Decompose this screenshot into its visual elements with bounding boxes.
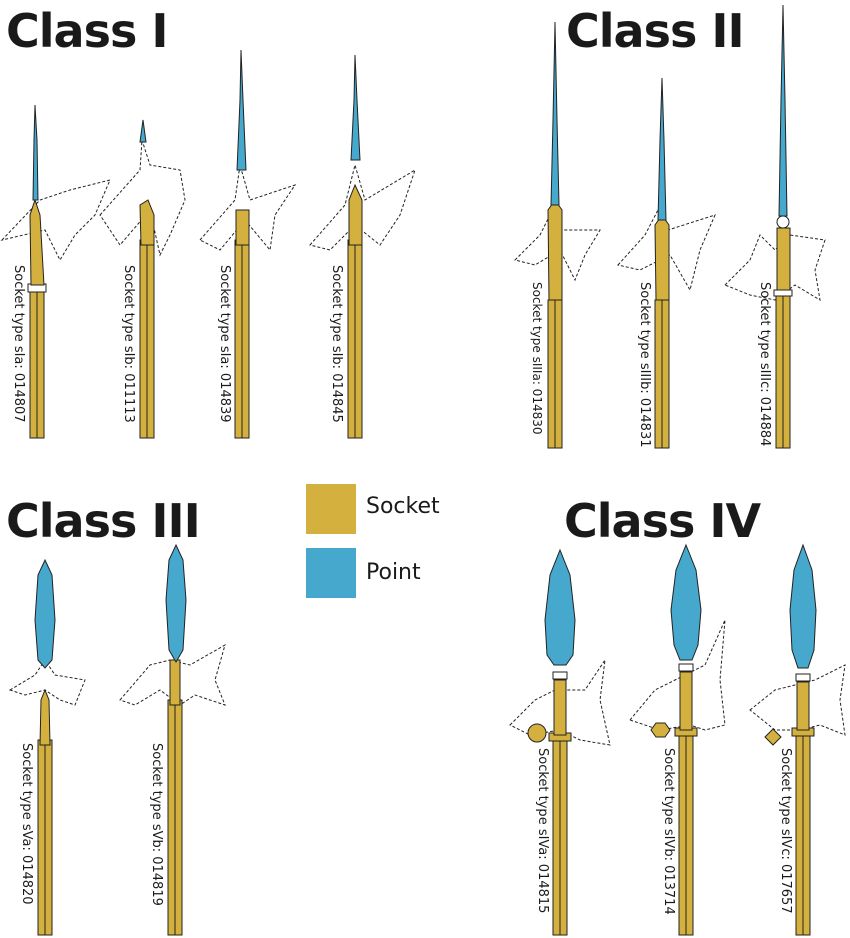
weapon-10 <box>509 548 611 936</box>
weapon-9 <box>119 543 226 936</box>
weapon-2 <box>99 119 186 439</box>
legend-point-swatch <box>306 548 356 598</box>
weapon-5 <box>514 21 601 449</box>
class-ii-title: Class II <box>566 4 745 58</box>
legend-socket-label: Socket <box>366 494 440 519</box>
weapon-2-label: Socket type sIb: 011113 <box>121 265 136 423</box>
weapon-7 <box>724 4 826 449</box>
weapon-11-label: Socket type sIVb: 013714 <box>661 748 676 915</box>
weapon-6-label: Socket type sIIIb: 014831 <box>637 282 652 448</box>
legend-socket-swatch <box>306 484 356 534</box>
legend-point-label: Point <box>366 560 421 585</box>
class-iii-title: Class III <box>6 494 201 548</box>
weapon-10-label: Socket type sIVa: 014815 <box>535 748 550 914</box>
weapon-7-label: Socket type sIIIc: 014884 <box>757 282 772 447</box>
weapon-9-label: Socket type sVb: 014819 <box>149 743 164 906</box>
weapon-3-label: Socket type sIa: 014839 <box>217 265 232 423</box>
weapon-3 <box>199 49 297 439</box>
weapon-6 <box>617 77 716 449</box>
weapon-8-label: Socket type sVa: 014820 <box>19 743 34 905</box>
weapon-4-label: Socket type sIb: 014845 <box>329 265 344 423</box>
weapon-1-label: Socket type sIa: 014807 <box>11 265 26 423</box>
class-iv-title: Class IV <box>564 494 761 548</box>
class-i-title: Class I <box>6 4 168 58</box>
weapon-4 <box>309 54 416 439</box>
weapon-11 <box>629 543 726 936</box>
weapon-5-label: Socket type sIIIa: 014830 <box>530 282 544 435</box>
weapon-12-label: Socket type sIVc: 017657 <box>778 748 793 914</box>
weapon-12 <box>749 543 846 936</box>
